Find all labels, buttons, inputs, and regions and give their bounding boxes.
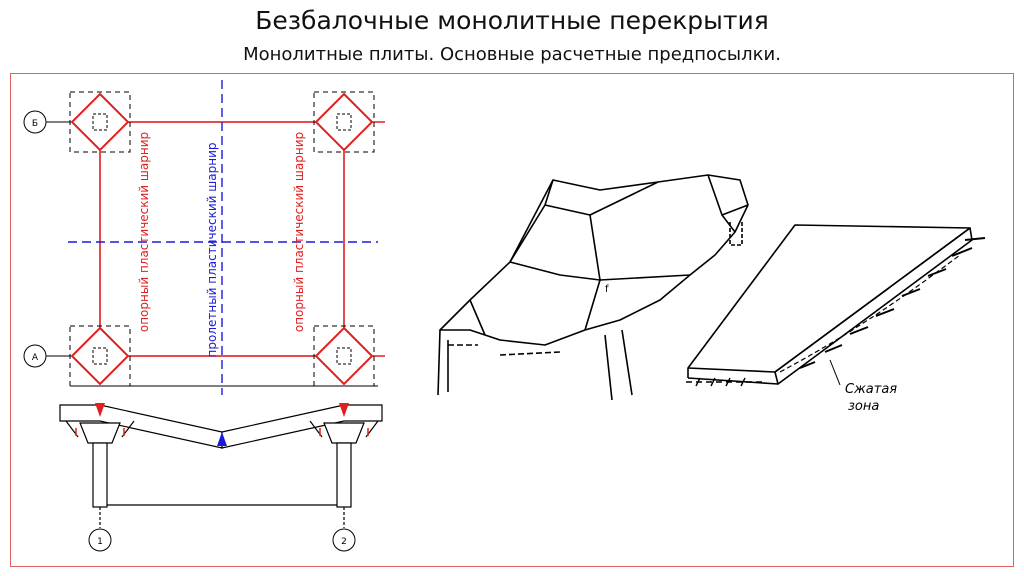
axis-marker-2 <box>332 528 356 552</box>
hinge-label-left: опорный пластический шарнир <box>137 132 151 332</box>
axis-label-1: 1 <box>97 537 103 547</box>
hinge-label-right: опорный пластический шарнир <box>292 132 306 332</box>
slab-segment-3d <box>686 224 986 387</box>
collapse-mechanism-3d: f <box>437 174 749 401</box>
plan-view: Б А опо <box>23 80 385 395</box>
column-capital-a1 <box>70 326 130 386</box>
page-title: Безбалочные монолитные перекрытия <box>255 6 769 35</box>
page-subtitle: Монолитные плиты. Основные расчетные пре… <box>243 44 781 65</box>
hinge-label-middle: пролетный пластический шарнир <box>205 143 219 358</box>
column-capital-a2 <box>314 326 374 386</box>
support-hinge-marker-left <box>95 403 105 417</box>
compression-zone-label-line2: зона <box>848 399 879 414</box>
axis-label-a: А <box>32 353 39 363</box>
column-capital-b2 <box>314 92 374 152</box>
compression-zone-label-line1: Сжатая <box>845 382 897 397</box>
axis-marker-a <box>23 344 47 368</box>
axis-marker-1 <box>88 528 112 552</box>
column-capital-b1 <box>70 92 130 152</box>
axis-marker-b <box>23 110 47 134</box>
span-hinge-marker <box>217 432 227 446</box>
slab-mark: f <box>605 284 609 295</box>
axis-label-2: 2 <box>341 537 347 547</box>
section-view <box>59 404 383 528</box>
support-hinge-marker-right <box>339 403 349 417</box>
drawing-frame <box>10 73 1014 567</box>
axis-label-b: Б <box>32 119 38 129</box>
